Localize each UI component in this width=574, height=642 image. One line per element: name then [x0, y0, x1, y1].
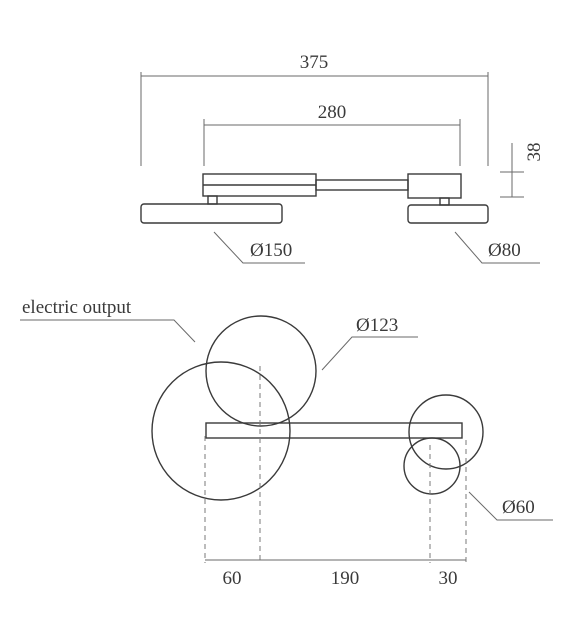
callout-small-globe: Ø60 — [468, 491, 553, 521]
small-disc-stem — [439, 197, 450, 206]
overall-width-label: 375 — [300, 52, 329, 73]
top-view: 375 280 38 Ø1 — [140, 52, 545, 264]
small-globe-diameter-label: Ø60 — [502, 497, 535, 518]
large-globe — [151, 361, 291, 501]
inner-width-label: 280 — [318, 102, 347, 123]
electric-output-label: electric output — [22, 297, 132, 318]
top-globe — [205, 315, 317, 427]
small-disc — [407, 204, 489, 224]
callout-electric-output: electric output — [20, 297, 196, 343]
spacing-left-label: 60 — [223, 568, 242, 589]
small-globe — [403, 437, 461, 495]
front-arm-bar — [205, 422, 463, 439]
callout-small-disc: Ø80 — [454, 231, 540, 264]
spacing-middle-label: 190 — [331, 568, 360, 589]
callout-top-globe: Ø123 — [321, 315, 418, 371]
large-disc-stem — [207, 195, 218, 205]
front-view: electric output Ø123 Ø60 60 190 30 — [20, 297, 553, 589]
small-disc-diameter-label: Ø80 — [488, 240, 521, 261]
end-housing — [407, 173, 462, 199]
large-disc — [140, 203, 283, 224]
dimension-height: 38 — [500, 143, 545, 198]
spacing-right-label: 30 — [439, 568, 458, 589]
dimension-overall-width: 375 — [140, 52, 489, 166]
large-disc-diameter-label: Ø150 — [250, 240, 292, 261]
top-globe-diameter-label: Ø123 — [356, 315, 398, 336]
arm-bar — [315, 179, 409, 191]
callout-large-disc: Ø150 — [213, 231, 305, 264]
right-globe — [408, 394, 484, 470]
dimension-inner-width: 280 — [203, 102, 461, 166]
lamp-side-profile — [140, 173, 489, 224]
height-label: 38 — [524, 143, 545, 162]
